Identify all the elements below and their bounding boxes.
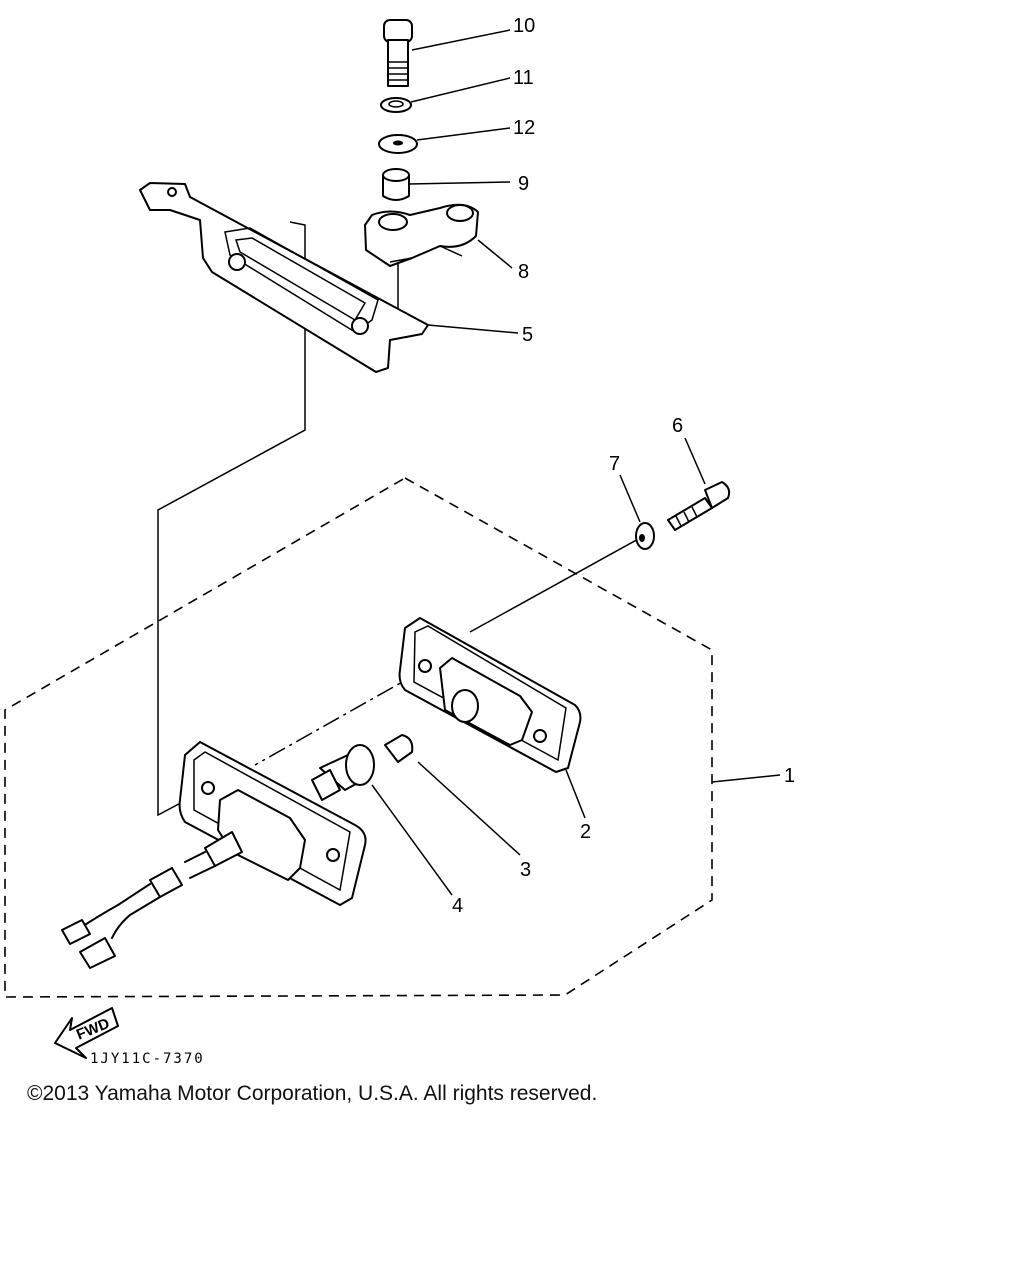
- callout-4: 4: [452, 895, 463, 917]
- lens-axis-line: [254, 671, 421, 766]
- callout-9: 9: [518, 173, 529, 195]
- callout-12: 12: [513, 117, 535, 139]
- leader-line-11: [410, 77, 511, 103]
- leader-line-8: [477, 239, 513, 269]
- washer-part-12: [378, 134, 418, 154]
- leader-line-7: [619, 474, 641, 523]
- callout-1: 1: [784, 765, 795, 787]
- callout-3: 3: [520, 859, 531, 881]
- diagram-reference: 1JY11C-7370: [90, 1051, 205, 1067]
- lamp-housing: [178, 741, 367, 906]
- screw-axis-line: [469, 537, 641, 633]
- callout-6: 6: [672, 415, 683, 437]
- leader-line-1: [711, 774, 781, 783]
- callout-8: 8: [518, 261, 529, 283]
- leader-line-4: [371, 784, 453, 896]
- leader-line-12: [416, 127, 511, 141]
- connector-line-bracket: [157, 221, 306, 817]
- leader-line-5: [427, 324, 519, 334]
- leader-line-3: [417, 761, 521, 856]
- bolt-part-10: [383, 19, 413, 87]
- leader-line-9: [408, 181, 511, 185]
- wiring-harness: [61, 831, 243, 969]
- bracket-part-5: [139, 182, 429, 373]
- callout-10: 10: [513, 15, 535, 37]
- bulb-part-3: [384, 734, 414, 763]
- assembly-boundary: [4, 477, 713, 998]
- callout-11: 11: [513, 67, 534, 89]
- lock-washer-part-11: [380, 97, 412, 113]
- copyright-notice: ©2013 Yamaha Motor Corporation, U.S.A. A…: [27, 1082, 598, 1105]
- screw-part-6: [667, 481, 731, 531]
- callout-2: 2: [580, 821, 591, 843]
- callout-7: 7: [609, 453, 620, 475]
- lens-part-2: [398, 617, 582, 773]
- collar-part-9: [382, 168, 410, 201]
- leader-line-6: [684, 437, 706, 485]
- leader-line-2: [565, 769, 586, 819]
- socket-part-4: [311, 744, 375, 801]
- leader-line-10: [411, 29, 511, 51]
- arm-part-8: [364, 203, 479, 267]
- washer-part-7: [635, 522, 655, 550]
- callout-5: 5: [522, 324, 533, 346]
